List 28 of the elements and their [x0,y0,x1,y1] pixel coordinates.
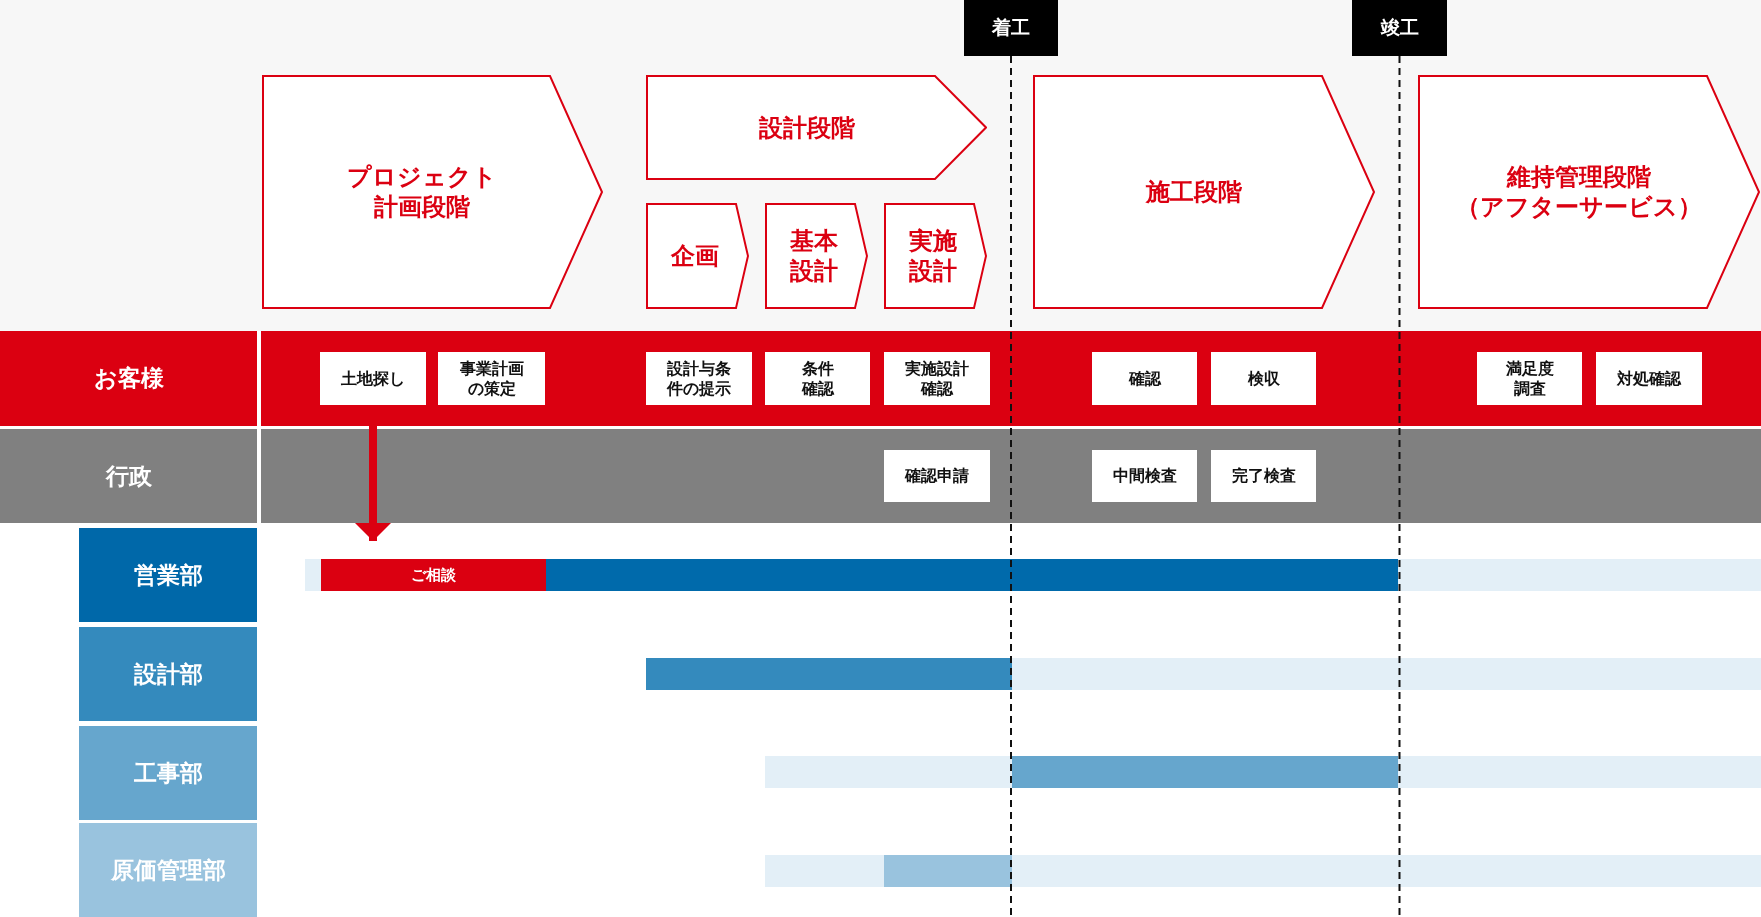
milestone-marker: 着工 [964,0,1058,56]
department-box: 設計部 [79,627,257,721]
task-box: 中間検査 [1092,450,1197,502]
task-box: 完了検査 [1211,450,1316,502]
task-box: 確認 [1092,352,1197,405]
phase-box: 施工段階 [1033,75,1375,309]
task-box: 設計与条件の提示 [646,352,752,405]
phase-box: 維持管理段階（アフターサービス） [1418,75,1760,309]
row-header: お客様 [0,331,257,426]
phase-box: プロジェクト計画段階 [262,75,603,309]
department-box: 営業部 [79,528,257,622]
phase-box: 実施設計 [884,203,987,309]
task-box: 検収 [1211,352,1316,405]
task-box: 満足度調査 [1477,352,1582,405]
task-box: 条件確認 [765,352,870,405]
task-box: 対処確認 [1596,352,1702,405]
task-box: 実施設計確認 [884,352,990,405]
gantt-bar: ご相談 [321,559,546,591]
department-box: 工事部 [79,726,257,820]
task-box: 土地探し [320,352,426,405]
row-header: 行政 [0,429,257,523]
task-box: 確認申請 [884,450,990,502]
milestone-marker: 竣工 [1352,0,1447,56]
phase-box: 設計段階 [646,75,987,180]
phase-box: 企画 [646,203,749,309]
department-box: 原価管理部 [79,823,257,917]
phase-box: 基本設計 [765,203,868,309]
task-box: 事業計画の策定 [438,352,545,405]
